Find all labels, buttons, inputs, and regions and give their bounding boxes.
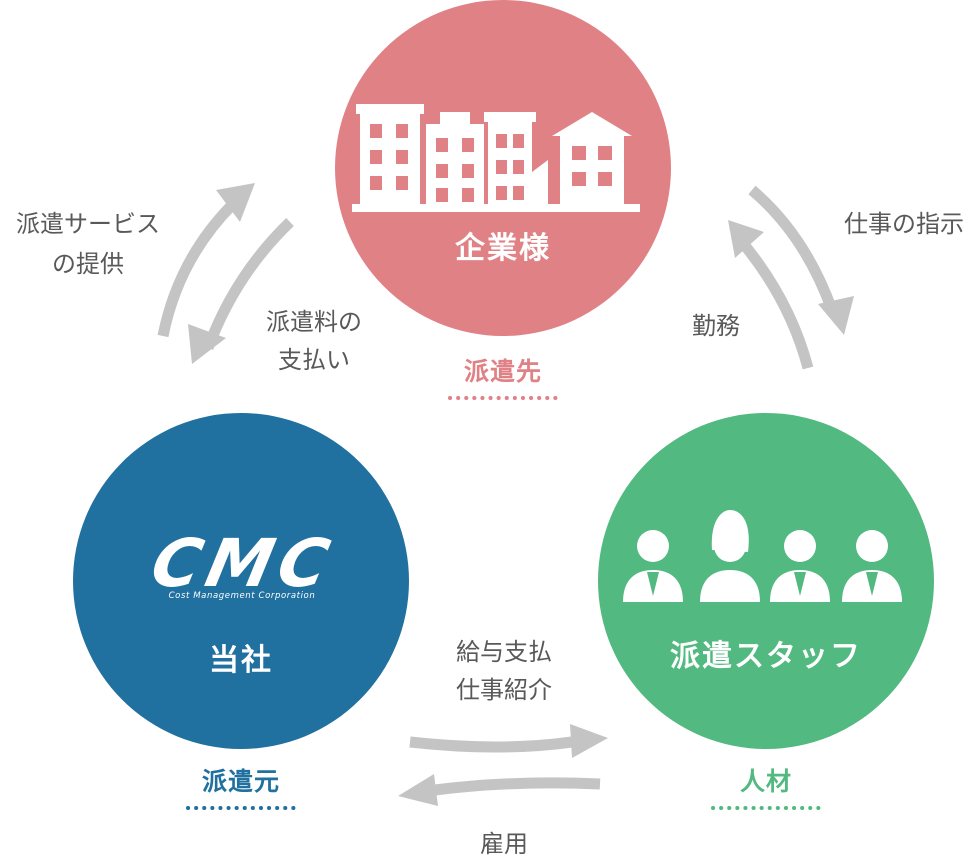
client-title: 企業様 (455, 231, 551, 266)
staff-node: 派遣スタッフ (598, 413, 934, 749)
client-node: 企業様 (335, 0, 671, 336)
flow-pay-line1: 給与支払 (456, 638, 552, 666)
buildings-icon (352, 104, 640, 212)
cmc-logo-subtitle: Cost Management Corporation (169, 591, 316, 601)
staff-title: 派遣スタッフ (670, 639, 862, 674)
flow-instruction: 仕事の指示 (844, 210, 964, 238)
flow-service-line2: の提供 (52, 250, 124, 278)
company-title: 当社 (209, 643, 273, 678)
company-node: CMC Cost Management Corporation 当社 (73, 413, 409, 749)
arrow-instruction (748, 185, 838, 312)
staff-role-label: 人材 (740, 767, 792, 796)
arrow-fee (202, 218, 294, 350)
company-circle (73, 413, 409, 749)
company-role-label: 派遣元 (202, 767, 280, 796)
flow-work: 勤務 (692, 312, 740, 340)
arrow-work (737, 238, 814, 370)
flow-fee-line1: 派遣料の (266, 308, 362, 336)
arrow-employment (434, 777, 601, 796)
client-role-label: 派遣先 (464, 357, 542, 386)
flow-pay-line2: 仕事紹介 (456, 676, 552, 704)
staff-people-icon (623, 510, 902, 602)
cmc-logo: CMC (145, 525, 342, 602)
arrow-pay (409, 736, 573, 753)
flow-employment: 雇用 (480, 830, 528, 858)
staff-circle (598, 413, 934, 749)
flow-fee-line2: 支払い (278, 346, 350, 374)
flow-service-line1: 派遣サービス (16, 210, 160, 238)
arrow-service (157, 201, 236, 338)
